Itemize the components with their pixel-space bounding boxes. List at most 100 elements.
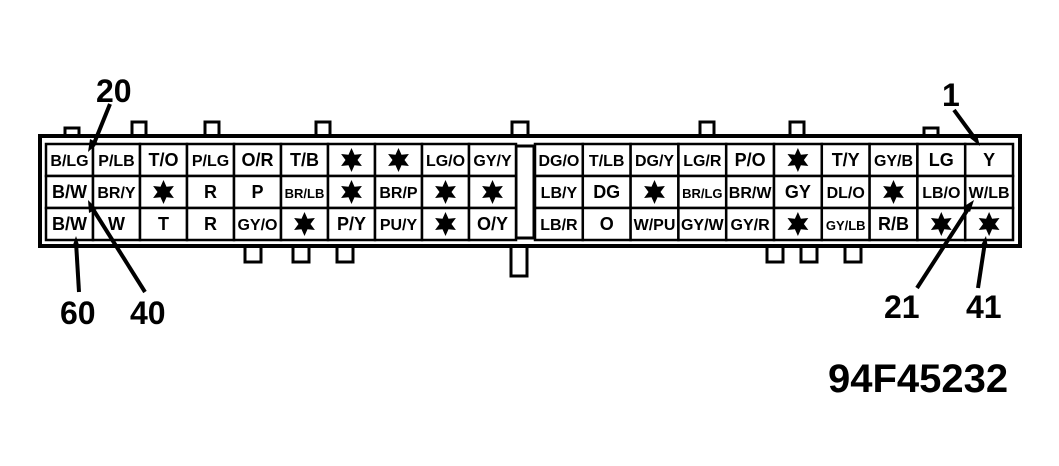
pin-cavity: GY/O: [232, 206, 283, 242]
wire-color-code: B/W: [52, 182, 87, 202]
pin-cavity: B/W: [44, 174, 95, 210]
pin-cavity: [279, 206, 330, 242]
pin-cavity-box: [185, 142, 236, 178]
wire-color-code: GY/R: [731, 217, 771, 234]
wire-color-code: DG/O: [538, 153, 579, 170]
pin-cavity-box: [279, 142, 330, 178]
wire-color-code: GY/O: [237, 217, 277, 234]
pin-cavity: P/LB: [91, 142, 142, 178]
pin-cavity-box: [724, 206, 776, 242]
wire-color-code: P: [251, 182, 263, 202]
pin-cavity: [467, 174, 518, 210]
pin-cavity-box: [581, 174, 632, 210]
pin-cavity: BR/P: [373, 174, 424, 210]
unused-pin-star-icon: [883, 180, 904, 204]
pin-cavity: T/LB: [581, 142, 632, 178]
pin-cavity: BR/LG: [677, 174, 728, 210]
unused-pin-star-icon: [435, 180, 456, 204]
wire-color-code: W/PU: [634, 217, 676, 234]
pin-cavity: GY/B: [868, 142, 919, 178]
wire-color-code: B/LG: [50, 153, 88, 170]
unused-pin-star-icon: [930, 212, 952, 236]
wire-color-code: GY: [785, 182, 811, 202]
wire-color-code: GY/W: [681, 217, 725, 234]
wire-color-code: W: [108, 214, 125, 234]
wire-color-code: BR/P: [379, 185, 418, 202]
pin-cavity: [138, 174, 189, 210]
wire-color-code: LB/R: [540, 217, 578, 234]
wire-color-code: T/Y: [832, 150, 860, 170]
pin-cavity-box: [581, 206, 632, 242]
pin-cavity: O: [581, 206, 632, 242]
pin-cavity: O/R: [232, 142, 283, 178]
wire-color-code: O: [600, 214, 614, 234]
pin-cavity: GY/R: [724, 206, 776, 242]
pin-cavity-box: [232, 174, 283, 210]
pin-cavity: [326, 174, 377, 210]
wire-color-code: GY/Y: [473, 153, 512, 170]
wire-color-code: P/Y: [337, 214, 366, 234]
pin-cavity: BR/Y: [91, 174, 142, 210]
pin-cavity: T/B: [279, 142, 330, 178]
wire-color-code: O/R: [241, 150, 273, 170]
unused-pin-star-icon: [388, 148, 409, 172]
pin-cavity-box: [420, 142, 471, 178]
wire-color-code: BR/Y: [97, 185, 136, 202]
pin-cavity: W/PU: [629, 206, 680, 242]
pin-cavity: PU/Y: [373, 206, 424, 242]
pin-cavity: O/Y: [467, 206, 518, 242]
pin-cavity: T/O: [138, 142, 189, 178]
unused-pin-star-icon: [341, 148, 362, 172]
figure-id: 94F45232: [828, 357, 1008, 401]
wire-color-code: P/LG: [192, 153, 229, 170]
pin-cavity-box: [138, 206, 189, 242]
pin-cavity: [963, 206, 1015, 242]
unused-pin-star-icon: [294, 212, 315, 236]
pin-cavity: P/O: [724, 142, 776, 178]
unused-pin-star-icon: [435, 212, 456, 236]
wire-color-code: P/LB: [98, 153, 134, 170]
unused-pin-star-icon: [153, 180, 174, 204]
wire-color-code: GY/B: [874, 153, 913, 170]
pin-cavity: P/Y: [326, 206, 377, 242]
pin-21-label: 21: [884, 289, 920, 325]
pin-cavity: LB/O: [916, 174, 967, 210]
wire-color-code: T: [158, 214, 169, 234]
wire-color-code: LG: [929, 150, 954, 170]
wire-color-code: LG/O: [426, 153, 465, 170]
wire-color-code: DG/Y: [635, 153, 674, 170]
unused-pin-star-icon: [482, 180, 503, 204]
pin-cavity: W/LB: [963, 174, 1015, 210]
pin-cavity: [868, 174, 919, 210]
unused-pin-star-icon: [787, 212, 809, 236]
pin-cavity: [373, 142, 424, 178]
pin-41-label: 41: [966, 289, 1002, 325]
pin-20-label: 20: [96, 73, 132, 109]
pin-cavity: Y: [963, 142, 1015, 178]
wire-color-code: R: [204, 182, 217, 202]
wire-color-code: T/B: [290, 150, 319, 170]
pin-cavity: DG: [581, 174, 632, 210]
pin-60-label: 60: [60, 295, 96, 331]
pin-cavity-box: [963, 174, 1015, 210]
wire-color-code: DG: [593, 182, 620, 202]
unused-pin-star-icon: [978, 212, 1000, 236]
pin-cavity: P/LG: [185, 142, 236, 178]
pin-cavity: GY: [772, 174, 824, 210]
wire-color-code: R: [204, 214, 217, 234]
wire-color-code: LB/Y: [541, 185, 578, 202]
wire-color-code: BR/LG: [682, 186, 722, 201]
pin-cavity: GY/LB: [820, 206, 871, 242]
wire-color-code: BR/LB: [285, 186, 325, 201]
pin-cavity: B/LG: [44, 142, 95, 178]
wire-color-code: BR/W: [729, 185, 773, 202]
wire-color-code: B/W: [52, 214, 87, 234]
wire-color-code: DL/O: [827, 185, 865, 202]
pin-cavity: BR/LB: [279, 174, 330, 210]
pin-1-label: 1: [942, 77, 960, 113]
pin-cavity-box: [820, 174, 871, 210]
unused-pin-star-icon: [341, 180, 362, 204]
pin-cavity: R: [185, 174, 236, 210]
pin-cavity: T: [138, 206, 189, 242]
